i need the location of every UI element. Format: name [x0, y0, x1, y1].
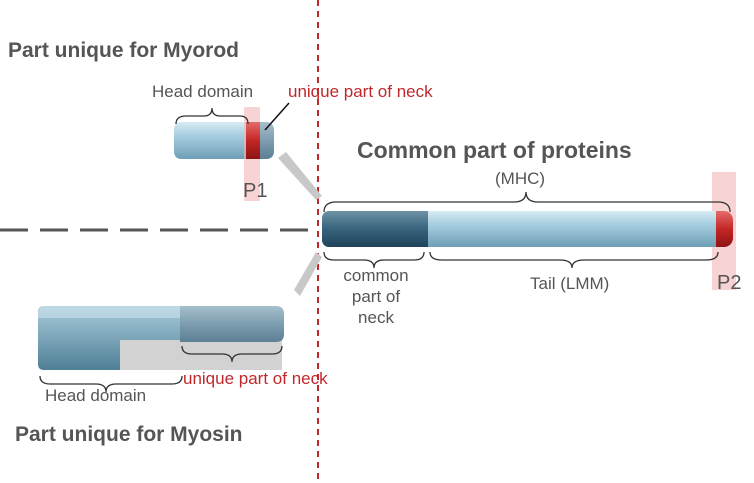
- common-rod: [322, 172, 736, 290]
- myosin-connector: [294, 252, 322, 296]
- myosin-head-label: Head domain: [45, 386, 147, 405]
- myorod-title: Part unique for Myorod: [8, 39, 239, 62]
- common-neck-line3: neck: [358, 308, 394, 327]
- tail-brace: [429, 251, 719, 269]
- common-neck-brace: [323, 251, 425, 269]
- p1-marker: P1: [243, 180, 268, 202]
- common-neck-line1: common: [343, 266, 409, 285]
- myosin-neck-label: unique part of neck: [183, 369, 328, 388]
- myorod-connector: [278, 152, 322, 200]
- myorod-head-brace: [175, 107, 249, 125]
- myorod-rod: [174, 107, 274, 201]
- myosin-head-brace: [39, 375, 183, 393]
- common-neck-line2: part of: [351, 287, 401, 306]
- myorod-neck-label: unique part of neck: [288, 82, 433, 101]
- mhc-label: (MHC): [495, 169, 546, 188]
- tail-label: Tail (LMM): [530, 274, 610, 293]
- myosin-title: Part unique for Myosin: [15, 423, 243, 446]
- neck-pointer: [264, 102, 290, 131]
- common-title: Common part of proteins: [357, 137, 632, 163]
- myorod-head-label: Head domain: [152, 82, 254, 101]
- mhc-brace: [323, 191, 731, 213]
- myosin-neck-brace: [181, 345, 283, 363]
- p2-marker: P2: [717, 272, 742, 294]
- myosin-head: [38, 306, 284, 370]
